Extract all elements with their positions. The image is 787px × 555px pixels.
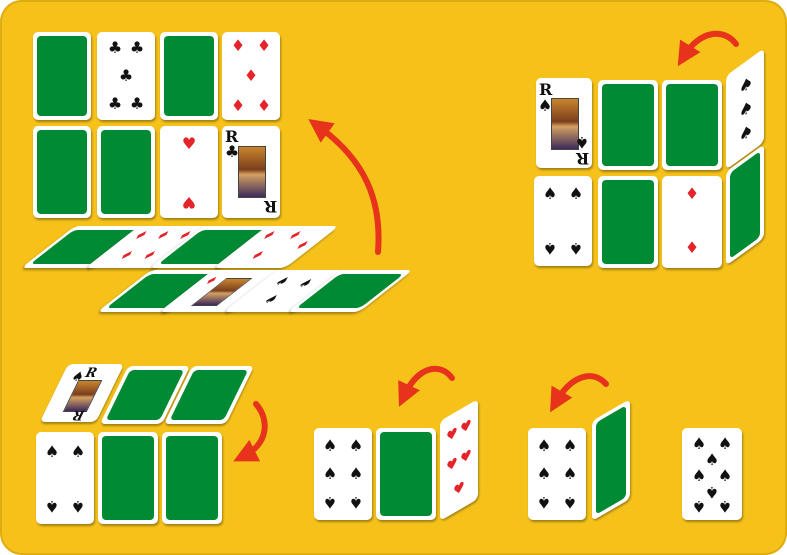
curved-arrow-icon: [556, 376, 606, 402]
curved-arrow-icon: [404, 369, 452, 396]
curved-arrow-icon: [244, 404, 265, 456]
curved-arrow-icon: [684, 34, 736, 56]
curved-arrow-icon: [318, 126, 379, 252]
